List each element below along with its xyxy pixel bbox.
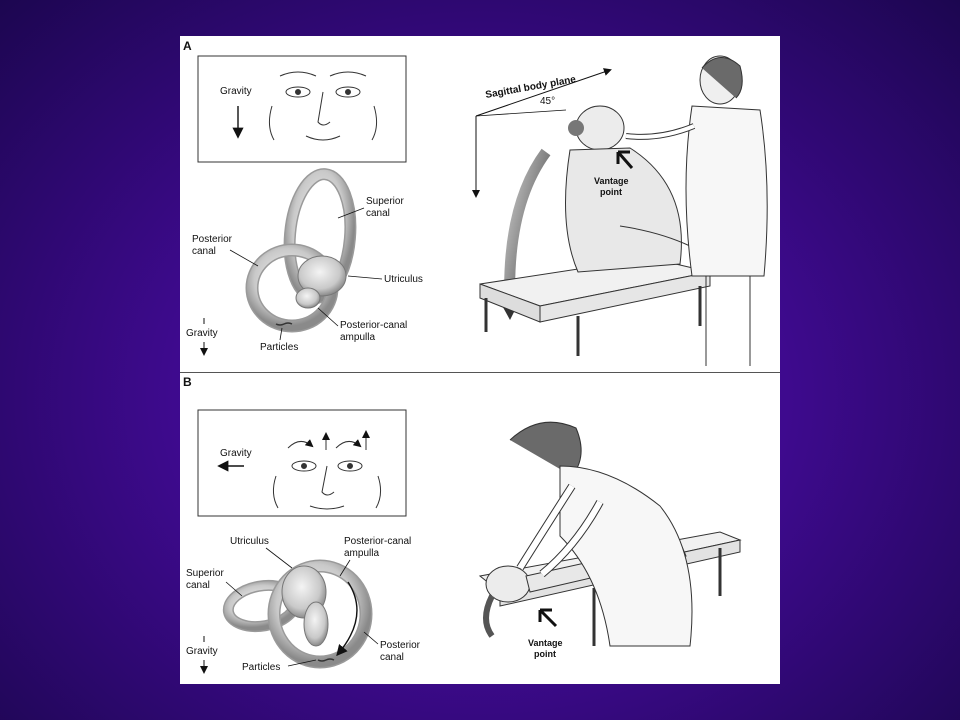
panel-a-particles-label: Particles [260,342,298,353]
figure-canvas: A Gravity Superior canal Posteri [180,36,780,684]
panel-b-letter: B [183,375,192,389]
panel-divider [180,372,780,373]
panel-a-letter: A [183,39,192,53]
panel-a-ampulla-label-2: ampulla [340,332,375,343]
panel-a-gravity-label: Gravity [186,328,218,339]
panel-a-maneuver-scene: Sagittal body plane 45° Vantage point [472,55,768,366]
panel-b-superior-canal-label-1: Superior [186,568,224,579]
panel-a-vantage-label-1: Vantage [594,176,629,186]
panel-b-utriculus-label: Utriculus [230,536,269,547]
panel-b-canal-diagram [222,559,373,669]
figure-drawing: A Gravity Superior canal Posteri [183,39,768,674]
panel-a-superior-canal-label-1: Superior [366,196,404,207]
panel-a-ampulla-label-1: Posterior-canal [340,320,407,331]
panel-b-posterior-canal-label-2: canal [380,652,404,663]
panel-a-vantage-label-2: point [600,187,622,197]
panel-b-gravity-label: Gravity [186,646,218,657]
panel-b-ampulla-label-1: Posterior-canal [344,536,411,547]
panel-b-inset-gravity-label: Gravity [220,448,252,459]
panel-a-canal-diagram [245,168,357,333]
panel-a-superior-canal-label-2: canal [366,208,390,219]
panel-a-posterior-canal-label-1: Posterior [192,234,233,245]
panel-b-particles-label: Particles [242,662,280,673]
panel-a-angle-label: 45° [540,96,555,107]
panel-b-ampulla-label-2: ampulla [344,548,379,559]
panel-b-maneuver-scene: Vantage point [478,421,742,659]
panel-a-face-inset: Gravity [197,55,407,163]
panel-b-face-inset: Gravity [197,409,407,517]
panel-b-superior-canal-label-2: canal [186,580,210,591]
panel-a-inset-gravity-label: Gravity [220,86,252,97]
panel-a-posterior-canal-label-2: canal [192,246,216,257]
panel-b-vantage-label-2: point [534,649,556,659]
panel-b-vantage-label-1: Vantage [528,638,563,648]
panel-b-posterior-canal-label-1: Posterior [380,640,421,651]
panel-a-utriculus-label: Utriculus [384,274,423,285]
